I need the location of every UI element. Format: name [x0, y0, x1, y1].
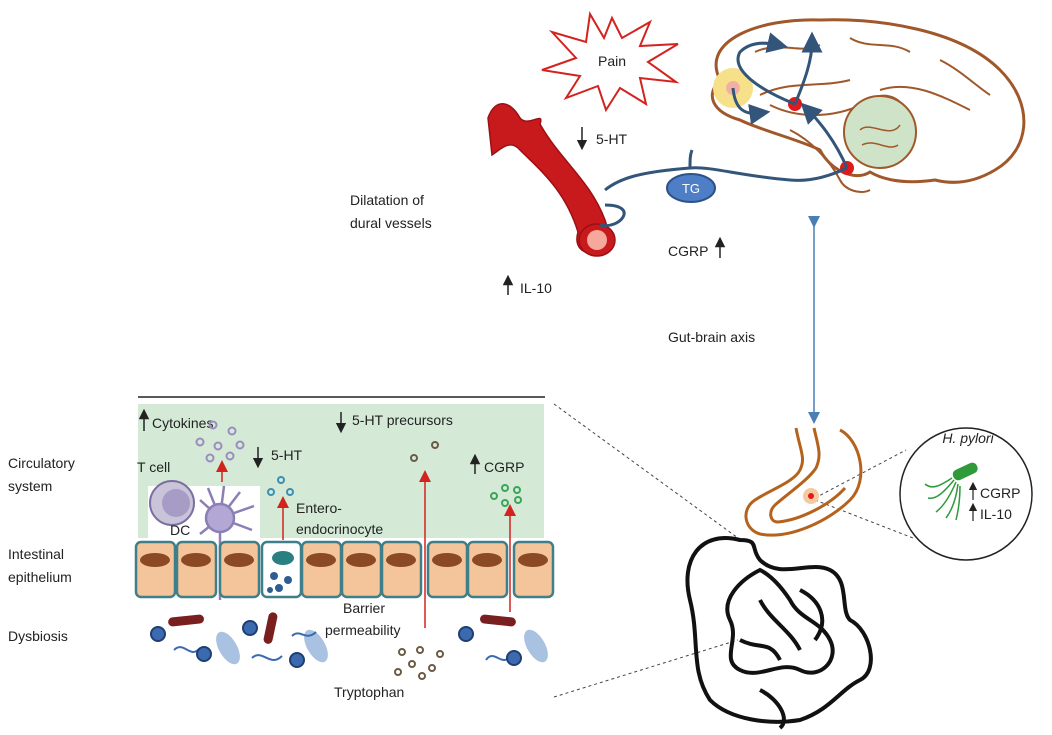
cytokines-increase: Cytokines — [138, 408, 213, 431]
trigeminal-nerve: TG — [599, 149, 848, 228]
zoom-lines — [553, 403, 914, 698]
hpylori-inset: H. pylori CGRP IL-10 — [899, 427, 1033, 561]
epithelial-cell — [380, 540, 423, 599]
pain-burst: Pain — [541, 11, 680, 113]
epithelium — [134, 540, 555, 599]
serotonin-panel-label: 5-HT — [271, 447, 303, 463]
dc-label: DC — [170, 522, 190, 538]
stomach — [744, 427, 863, 537]
dysbiosis-bacteria — [150, 612, 548, 668]
intestines — [685, 536, 873, 730]
row-label-circulatory-2: system — [8, 478, 52, 494]
il10-label: IL-10 — [520, 280, 552, 296]
dendritic-cell — [199, 485, 255, 600]
hpylori-cgrp: CGRP — [980, 485, 1020, 501]
epithelial-cell — [426, 540, 469, 599]
brain-illustration — [710, 18, 1026, 193]
epithelial-cell — [466, 540, 509, 599]
t-cell-label: T cell — [137, 459, 170, 475]
tg-label: TG — [682, 181, 700, 196]
barrier-label-2: permeability — [325, 622, 400, 638]
enteroendocrine-cell — [260, 540, 303, 599]
epithelial-cell — [134, 540, 177, 599]
epithelial-cell — [512, 540, 555, 599]
cgrp-label: CGRP — [668, 243, 708, 259]
entero-label-2: endocrinocyte — [296, 521, 383, 537]
epithelial-cell — [300, 540, 343, 599]
dilatation-line1: Dilatation of — [350, 192, 424, 208]
t-cell — [149, 480, 195, 526]
row-label-intestinal-1: Intestinal — [8, 546, 64, 562]
entero-label-1: Entero- — [296, 500, 342, 516]
serotonin-decrease: 5-HT — [576, 127, 628, 151]
precursor-particles — [410, 441, 439, 462]
serotonin-label: 5-HT — [596, 131, 628, 147]
hpylori-title: H. pylori — [942, 430, 994, 446]
cgrp-panel-increase: CGRP — [469, 453, 524, 475]
cytokines-label: Cytokines — [152, 415, 213, 431]
ht-precursors-label: 5-HT precursors — [352, 412, 453, 428]
epithelial-cell — [175, 540, 218, 599]
serotonin-panel-decrease: 5-HT — [252, 447, 303, 469]
cytokine-particles — [195, 420, 245, 463]
pain-label: Pain — [598, 53, 626, 69]
red-arrows — [216, 460, 516, 628]
ulcer-spot — [803, 488, 819, 504]
tryptophan-particles — [394, 646, 444, 680]
epithelial-cell — [218, 540, 261, 599]
ht-precursors-decrease: 5-HT precursors — [335, 412, 453, 434]
barrier-label-1: Barrier — [343, 600, 385, 616]
row-label-dysbiosis: Dysbiosis — [8, 628, 68, 644]
hpylori-bacterium-icon — [924, 462, 978, 521]
row-label-intestinal-2: epithelium — [8, 569, 72, 585]
serotonin-particles — [267, 476, 294, 496]
row-label-circulatory-1: Circulatory — [8, 455, 75, 471]
il10-increase: IL-10 — [502, 274, 552, 296]
tryptophan-label: Tryptophan — [334, 684, 404, 700]
gut-brain-axis-label: Gut-brain axis — [668, 329, 755, 345]
cgrp-increase: CGRP — [668, 236, 726, 259]
dural-vessel — [487, 103, 616, 257]
cgrp-panel-label: CGRP — [484, 459, 524, 475]
epithelial-cell — [340, 540, 383, 599]
hpylori-il10: IL-10 — [980, 506, 1012, 522]
dilatation-line2: dural vessels — [350, 215, 432, 231]
